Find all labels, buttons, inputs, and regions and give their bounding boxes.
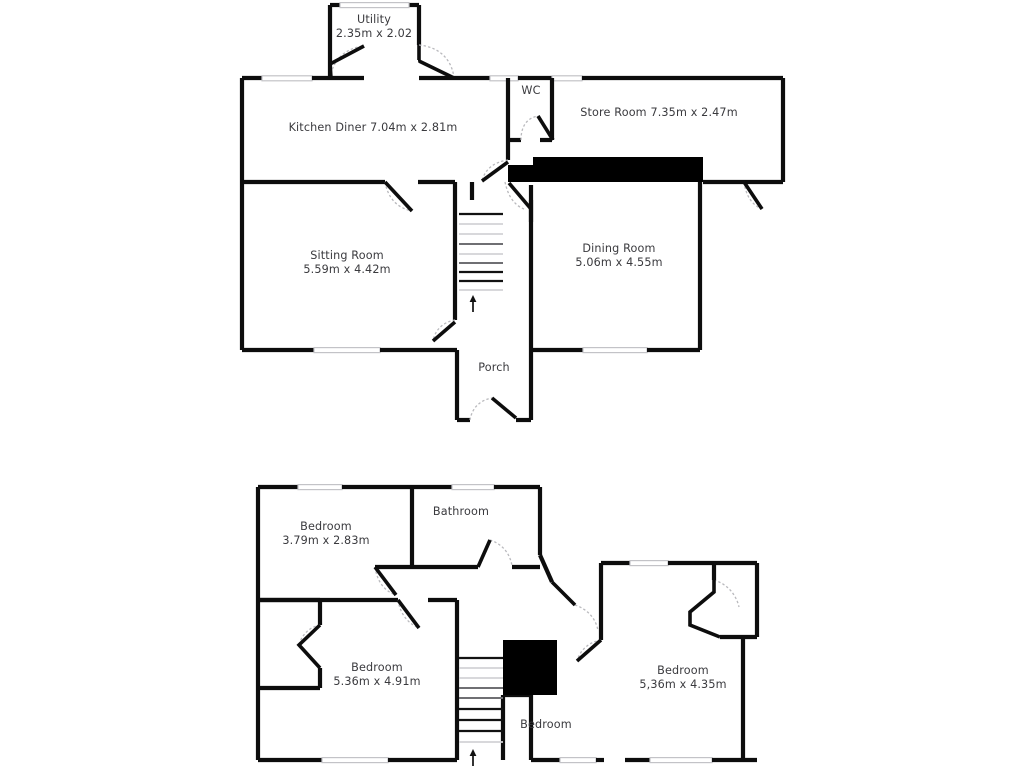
staircase-ground [459, 212, 503, 312]
label-bedroom1-dims: 3.79m x 2.83m [282, 534, 369, 547]
kitchen-sitting-divider [242, 179, 458, 213]
staircase-first [459, 656, 503, 766]
window-store-top [551, 75, 583, 82]
ground-floor-group: Utility 2.35m x 2.02 Kitchen Diner 7.04m… [239, 1, 786, 423]
label-utility-name: Utility [357, 13, 391, 26]
label-bedroom2-name: Bedroom [351, 661, 403, 674]
first-floor-labels: Bedroom 3.79m x 2.83m Bathroom Bedroom 5… [282, 505, 726, 731]
bedroom1-bathroom-divider [373, 487, 540, 597]
window-bed3-bottom [649, 756, 713, 764]
solid-block-ground-lower [508, 165, 703, 182]
window-bed1-top [297, 484, 343, 491]
window-sitting-bottom [313, 347, 381, 354]
label-dining-room-name: Dining Room [582, 242, 655, 255]
window-bed4-bottom [559, 756, 597, 764]
hall-and-stair-walls [431, 181, 534, 420]
solid-block-first-floor [503, 640, 557, 695]
window-kitchen-top-1 [261, 75, 313, 82]
window-dining-bottom [582, 347, 648, 354]
label-bathroom: Bathroom [433, 505, 489, 518]
stair-direction-arrow-first [469, 749, 477, 766]
label-bedroom1-name: Bedroom [300, 520, 352, 533]
window-kitchen-top-2 [489, 75, 519, 82]
ground-floor-labels: Utility 2.35m x 2.02 Kitchen Diner 7.04m… [289, 13, 738, 374]
label-utility-dims: 2.35m x 2.02 [336, 27, 412, 40]
first-floor-group: Bedroom 3.79m x 2.83m Bathroom Bedroom 5… [255, 484, 760, 766]
window-bathroom-top [451, 484, 495, 491]
porch-walls [457, 396, 531, 423]
label-dining-room-dims: 5.06m x 4.55m [575, 256, 662, 269]
label-wc: WC [521, 84, 540, 97]
label-bedroom2-dims: 5.36m x 4.91m [333, 675, 420, 688]
label-kitchen-diner: Kitchen Diner 7.04m x 2.81m [289, 121, 458, 134]
ground-floor-outer-walls [239, 75, 786, 354]
label-bedroom4-name: Bedroom [520, 718, 572, 731]
label-sitting-room-dims: 5.59m x 4.42m [303, 263, 390, 276]
label-sitting-room-name: Sitting Room [310, 249, 384, 262]
solid-block-ground-upper [533, 157, 703, 169]
bedroom2-alcove [258, 597, 323, 691]
chimney-mass-ground [508, 157, 703, 182]
label-porch: Porch [478, 361, 510, 374]
first-floor-outer-walls [255, 484, 760, 764]
stair-direction-arrow-ground [469, 295, 477, 312]
wc-cubicle-walls [505, 78, 555, 143]
label-bedroom3-name: Bedroom [657, 664, 709, 677]
window-utility-top [339, 1, 410, 9]
kitchen-hall-divider [469, 140, 511, 200]
utility-doors [328, 44, 455, 81]
window-bed3-top [629, 559, 669, 567]
label-bedroom3-dims: 5,36m x 4.35m [639, 678, 726, 691]
window-bed2-bottom [321, 756, 389, 764]
label-store-room: Store Room 7.35m x 2.47m [580, 106, 738, 119]
